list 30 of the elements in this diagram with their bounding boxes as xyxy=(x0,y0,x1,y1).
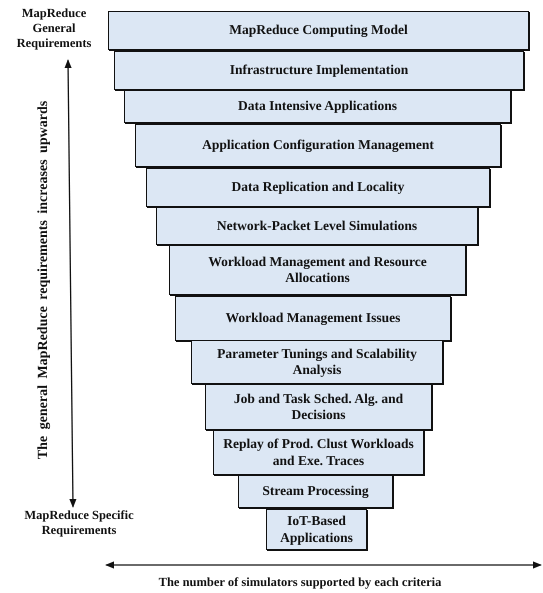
tier-label: Parameter Tunings and Scalability Analysis xyxy=(216,346,418,378)
axis-label: The general MapReduce requirements increases upwards xyxy=(36,100,52,460)
tier-label: Job and Task Sched. Alg. and Decisions xyxy=(232,390,404,424)
tier-box xyxy=(146,168,490,207)
tier-box xyxy=(135,124,501,167)
tier-label: Stream Processing xyxy=(262,483,369,500)
tier-box xyxy=(238,475,393,508)
tier-box xyxy=(124,90,511,123)
tier-box xyxy=(108,11,529,50)
tier-box xyxy=(114,51,524,90)
tier-label: Infrastructure Implementation xyxy=(230,62,408,79)
requirement-label: MapReduce Specific Requirements xyxy=(23,508,135,538)
tier-box xyxy=(156,207,478,245)
tier-label: Workload Management Issues xyxy=(226,310,400,327)
tier-box xyxy=(266,509,367,550)
tier-label: Workload Management and Resource Allocations xyxy=(207,254,428,286)
tier-box xyxy=(213,430,424,475)
axis-label: The number of simulators supported by each criteria xyxy=(158,575,442,590)
tier-label: Replay of Prod. Clust Workloads and Exe. Traces xyxy=(222,436,415,469)
tier-box xyxy=(191,340,443,384)
tier-box xyxy=(175,296,451,341)
tier-label: Application Configuration Management xyxy=(202,137,434,154)
tier-label: Data Replication and Locality xyxy=(232,179,404,196)
tier-label: Data Intensive Applications xyxy=(238,98,398,115)
tier-box xyxy=(205,384,432,430)
tier-label: Network-Packet Level Simulations xyxy=(216,218,418,234)
tier-box xyxy=(169,245,466,295)
tier-label: MapReduce Computing Model xyxy=(229,22,408,39)
tier-label: IoT-Based Applications xyxy=(279,513,354,546)
requirement-label: MapReduce General Requirements xyxy=(16,6,92,51)
